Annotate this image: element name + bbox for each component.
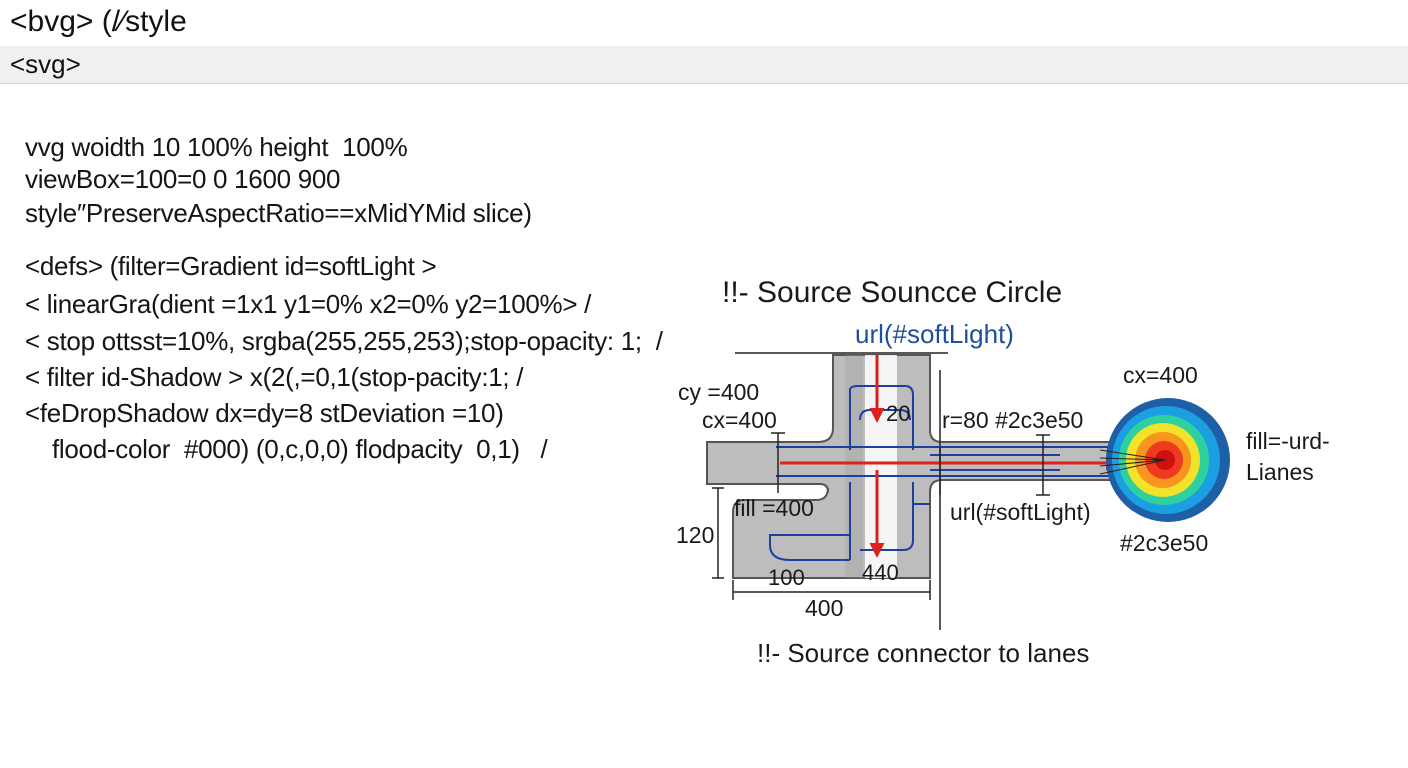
radius-label: r=80 #2c3e50 <box>942 407 1083 433</box>
diagram-title: !!- Source Souncce Circle <box>722 276 1062 309</box>
label-100: 100 <box>768 565 805 590</box>
code-line: style″PreserveAspectRatio==xMidYMid slic… <box>25 198 532 228</box>
convergence-lines <box>1099 449 1166 475</box>
label-400: 400 <box>805 595 843 621</box>
road-shade <box>845 355 863 578</box>
code-line: < filter id-Shadow > x(2(,=0,1(stop-paci… <box>25 362 524 392</box>
code-line: vvg woidth 10 100% height 100% <box>25 132 408 162</box>
tag-label: <svg> <box>10 49 81 79</box>
fill-left-label: fill =400 <box>734 495 814 521</box>
lanes-label: Lianes <box>1246 459 1314 485</box>
color-label: #2c3e50 <box>1120 530 1208 556</box>
label-20: 20 <box>886 401 910 426</box>
url-label-top: url(#softLight) <box>855 319 1014 349</box>
lane-highlight <box>865 355 897 578</box>
code-line: <defs> (filter=Gradient id=softLight > <box>25 251 437 281</box>
intersection-diagram: !!- Source Souncce Circle url(#softLight… <box>676 276 1330 668</box>
label-120: 120 <box>676 522 714 548</box>
tab-title[interactable]: <bvg> (/⁄style <box>10 5 187 38</box>
lane-lines <box>769 385 1110 561</box>
code-line: < linearGra(dient =1x1 y1=0% x2=0% y2=10… <box>25 289 592 319</box>
source-circle <box>1099 398 1230 522</box>
cx-left-label: cx=400 <box>702 407 777 433</box>
flow-arrows <box>780 355 1121 558</box>
code-line: viewBox=100=0 0 1600 900 <box>25 164 341 194</box>
title-bar: <bvg> (/⁄style <box>0 0 1408 47</box>
dimension-ticks <box>712 432 1050 600</box>
cy-label: cy =400 <box>678 379 759 405</box>
code-line: < stop ottsst=10%, srgba(255,255,253);st… <box>25 326 663 356</box>
road-surface <box>706 354 1121 579</box>
label-440: 440 <box>862 560 899 585</box>
tag-bar: <svg> <box>0 46 1408 84</box>
code-line: flood-color #000) (0,c,0,0) flodpacity 0… <box>52 434 548 464</box>
code-line: <feDropShadow dx=dy=8 stDeviation =10) <box>25 398 504 428</box>
url-label-bottom: url(#softLight) <box>950 499 1091 525</box>
fill-right-label: fill=-urd- <box>1246 428 1330 454</box>
cx-right-label: cx=400 <box>1123 362 1198 388</box>
diagram-footer: !!- Source connector to lanes <box>757 638 1089 668</box>
